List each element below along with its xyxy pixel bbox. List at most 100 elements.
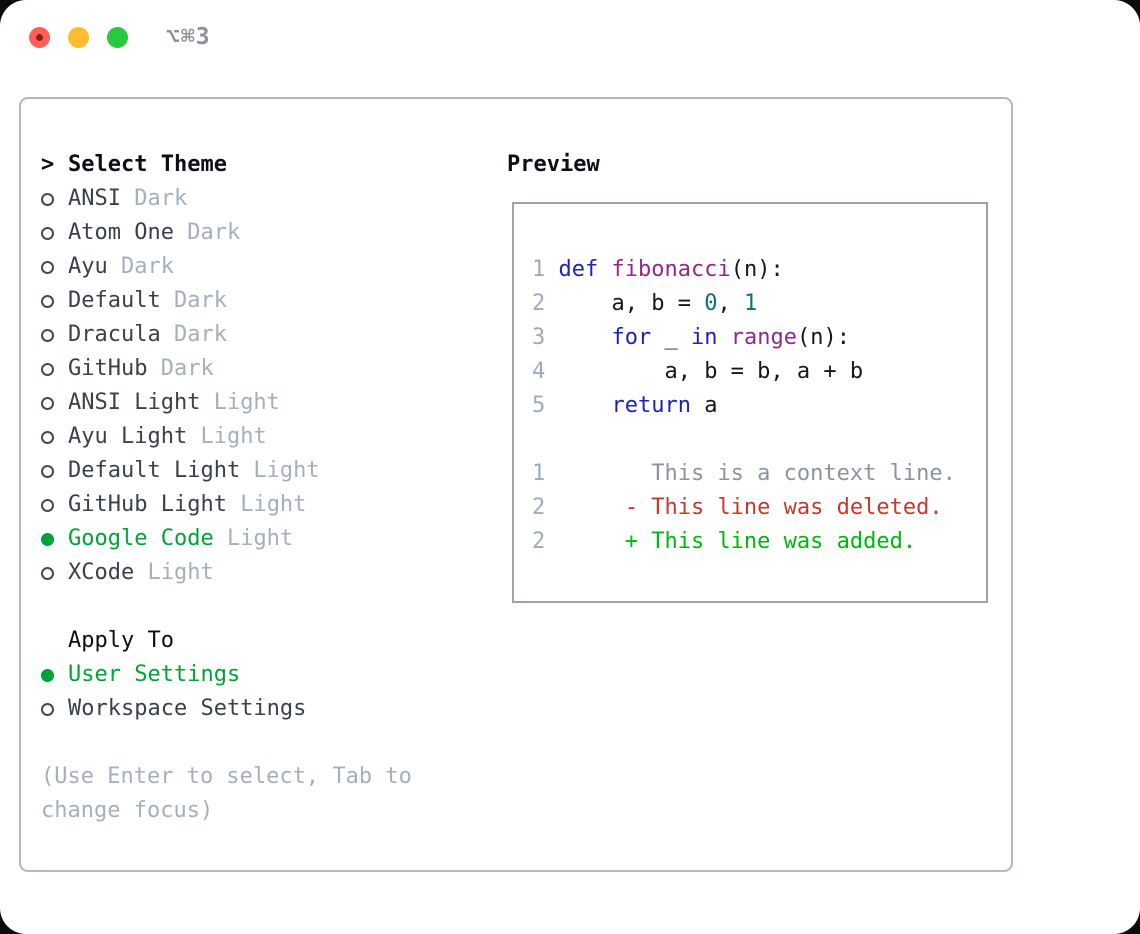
theme-option-ansi-light[interactable]: ANSI Light Light — [41, 386, 412, 420]
theme-option-default[interactable]: Default Dark — [41, 284, 412, 318]
code-segment-add: + This line was added. — [558, 529, 917, 554]
radio-icon — [41, 226, 68, 240]
theme-option-ayu-light[interactable]: Ayu Light Light — [41, 420, 412, 454]
apply-option-user-settings[interactable]: User Settings — [41, 658, 412, 692]
code-segment-ln: 1 — [532, 461, 559, 486]
code-segment-ln: 1 — [532, 257, 559, 282]
radio-icon — [41, 430, 68, 444]
close-button[interactable] — [29, 27, 50, 48]
titlebar: ⌥⌘3 — [0, 0, 1140, 96]
theme-option-dracula[interactable]: Dracula Dark — [41, 318, 412, 352]
filled-circle-icon — [41, 532, 54, 546]
radio-selected-icon — [41, 668, 68, 682]
option-label: ANSI — [68, 186, 121, 211]
option-label: User Settings — [68, 662, 241, 687]
radio-icon — [41, 498, 68, 512]
radio-icon — [41, 192, 68, 206]
theme-option-github-light[interactable]: GitHub Light Light — [41, 488, 412, 522]
open-circle-icon — [41, 192, 54, 206]
radio-icon — [41, 702, 68, 716]
code-line-7: 1 This is a context line. — [532, 457, 956, 491]
help-line: (Use Enter to select, Tab to — [41, 764, 412, 789]
code-segment-kw: return — [611, 393, 691, 418]
variant-label: Dark — [160, 322, 227, 347]
code-line-1: 1 def fibonacci(n): — [532, 253, 956, 287]
variant-label: Dark — [107, 254, 174, 279]
apply-to-header: Apply To — [41, 624, 412, 658]
variant-label: Dark — [147, 356, 214, 381]
code-segment-pl: a, b = b, a + b — [558, 359, 864, 384]
zoom-button[interactable] — [107, 27, 128, 48]
theme-option-google-code[interactable]: Google Code Light — [41, 522, 412, 556]
option-label: Default Light — [68, 458, 241, 483]
code-segment-ln: 5 — [532, 393, 559, 418]
code-segment-ln: 3 — [532, 325, 559, 350]
theme-option-atom-one[interactable]: Atom One Dark — [41, 216, 412, 250]
variant-label: Light — [226, 492, 307, 517]
radio-selected-icon — [41, 532, 68, 546]
code-segment-fn: range — [730, 325, 797, 350]
code-segment-del: - This line was deleted. — [558, 495, 943, 520]
theme-option-default-light[interactable]: Default Light Light — [41, 454, 412, 488]
select-theme-header: > Select Theme — [41, 148, 412, 182]
code-line-4: 4 a, b = b, a + b — [532, 355, 956, 389]
spacer — [41, 726, 412, 760]
filled-circle-icon — [41, 668, 54, 682]
help-text: (Use Enter to select, Tab to change focus… — [41, 760, 412, 828]
open-circle-icon — [41, 464, 54, 478]
code-segment-ln: 2 — [532, 291, 559, 316]
code-line-5: 5 return a — [532, 389, 956, 423]
open-circle-icon — [41, 498, 54, 512]
theme-option-github[interactable]: GitHub Dark — [41, 352, 412, 386]
theme-option-ansi[interactable]: ANSI Dark — [41, 182, 412, 216]
variant-label: Light — [240, 458, 320, 483]
code-segment-pl — [559, 325, 612, 350]
option-label: Ayu — [68, 254, 108, 279]
code-segment-pl: _ — [651, 325, 691, 350]
preview-label: Preview — [507, 152, 600, 177]
code-segment-pl — [559, 393, 612, 418]
code-segment-ln: 4 — [532, 359, 559, 384]
option-label: Atom One — [68, 220, 174, 245]
radio-icon — [41, 362, 68, 376]
apply-option-workspace-settings[interactable]: Workspace Settings — [41, 692, 412, 726]
minimize-button[interactable] — [68, 27, 89, 48]
open-circle-icon — [41, 328, 54, 342]
code-segment-kw: for — [611, 325, 652, 350]
code-line-6 — [532, 423, 956, 457]
variant-label: Dark — [120, 186, 188, 211]
code-segment-pl — [598, 257, 611, 282]
option-label: Workspace Settings — [68, 696, 307, 721]
theme-option-ayu[interactable]: Ayu Dark — [41, 250, 412, 284]
open-circle-icon — [41, 396, 54, 410]
apply-to-label: Apply To — [68, 628, 174, 653]
window-title: ⌥⌘3 — [166, 24, 211, 50]
radio-icon — [41, 566, 68, 580]
option-label: Ayu Light — [68, 424, 188, 449]
radio-icon — [41, 260, 68, 274]
code-segment-num: 1 — [743, 291, 758, 316]
code-segment-pl — [717, 325, 730, 350]
radio-icon — [41, 328, 68, 342]
variant-label: Dark — [173, 220, 241, 245]
code-line-2: 2 a, b = 0, 1 — [532, 287, 956, 321]
option-label: ANSI Light — [68, 390, 201, 415]
code-segment-ln: 2 — [532, 529, 559, 554]
variant-label: Light — [213, 526, 294, 551]
help-line: change focus) — [41, 798, 214, 823]
option-label: GitHub Light — [68, 492, 227, 517]
open-circle-icon — [41, 260, 54, 274]
theme-option-xcode[interactable]: XCode Light — [41, 556, 412, 590]
code-segment-pl: (n): — [796, 325, 850, 350]
code-line-8: 2 - This line was deleted. — [532, 491, 956, 525]
prompt-icon: > — [41, 152, 55, 177]
code-segment-num: 0 — [704, 291, 718, 316]
code-segment-pl: (n): — [730, 257, 784, 282]
open-circle-icon — [41, 294, 54, 308]
code-segment-ctx: This is a context line. — [558, 461, 956, 486]
